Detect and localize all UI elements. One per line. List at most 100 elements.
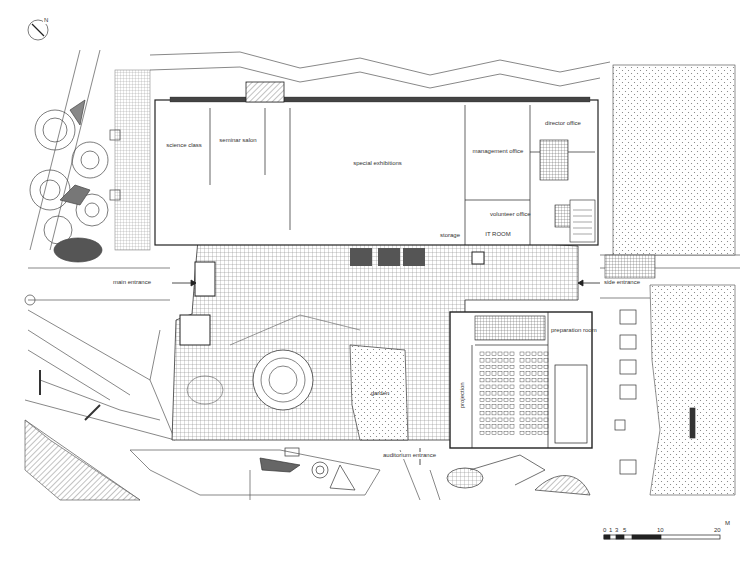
seat	[498, 365, 502, 369]
seat	[510, 392, 514, 396]
room-name: seminar salon	[219, 137, 256, 144]
room-label-box: special exhibitions	[291, 108, 464, 218]
plan-shape	[600, 298, 650, 299]
seat	[486, 411, 490, 415]
seat	[526, 365, 530, 369]
seat	[486, 372, 490, 376]
seat	[526, 411, 530, 415]
seat	[480, 398, 484, 402]
plan-shape	[85, 405, 100, 420]
room-label-box: projection	[453, 355, 471, 435]
plan-shape	[465, 200, 530, 201]
site-lines	[25, 50, 740, 500]
plan-shape	[70, 100, 85, 125]
seat	[520, 411, 524, 415]
seat	[532, 359, 536, 363]
plan-shape	[578, 280, 583, 286]
seat	[480, 431, 484, 435]
seat	[498, 392, 502, 396]
seat	[520, 378, 524, 382]
plan-shape	[25, 420, 140, 500]
plan-shape	[620, 310, 636, 324]
seat	[480, 365, 484, 369]
plan-shape	[25, 295, 35, 305]
room-name: director office	[545, 120, 581, 127]
plan-shape	[330, 465, 355, 490]
seat	[544, 372, 548, 376]
seat	[492, 359, 496, 363]
room-label-box: science class	[158, 110, 210, 180]
seat	[510, 425, 514, 429]
seat	[538, 359, 542, 363]
scale-number: 3	[614, 527, 619, 534]
seat	[510, 385, 514, 389]
plan-shape	[632, 535, 661, 539]
plan-shape	[260, 458, 300, 472]
seat	[510, 378, 514, 382]
plan-shape	[30, 170, 70, 210]
seat	[486, 418, 490, 422]
seat	[538, 431, 542, 435]
seat	[538, 372, 542, 376]
room-name: special exhibitions	[353, 160, 402, 167]
seat	[544, 431, 548, 435]
plan-shape	[570, 200, 595, 242]
seat	[480, 352, 484, 356]
seat	[498, 372, 502, 376]
seat	[498, 405, 502, 409]
plan-shape	[32, 24, 44, 36]
seat	[486, 378, 490, 382]
seat	[520, 425, 524, 429]
seat	[526, 425, 530, 429]
seat	[538, 392, 542, 396]
main-building	[155, 82, 598, 245]
plan-shape	[39, 370, 41, 395]
seat	[526, 352, 530, 356]
plan-shape	[620, 460, 636, 474]
seat	[498, 418, 502, 422]
seat	[544, 405, 548, 409]
seat	[526, 418, 530, 422]
seat	[492, 365, 496, 369]
plan-shape	[155, 100, 598, 245]
seat	[504, 385, 508, 389]
seat	[526, 431, 530, 435]
landscape-hatch	[25, 65, 735, 500]
seat	[520, 352, 524, 356]
seat	[498, 378, 502, 382]
seat	[498, 359, 502, 363]
plan-shape	[430, 470, 440, 500]
seat	[520, 431, 524, 435]
seat	[492, 431, 496, 435]
seat	[532, 365, 536, 369]
seat	[520, 365, 524, 369]
seat	[492, 392, 496, 396]
seat	[520, 398, 524, 402]
seat	[498, 352, 502, 356]
room-name: storage	[440, 232, 460, 239]
seat	[504, 378, 508, 382]
seat	[492, 385, 496, 389]
seat	[544, 425, 548, 429]
plan-shape	[650, 285, 735, 495]
seat	[480, 359, 484, 363]
seat	[532, 385, 536, 389]
seat	[480, 411, 484, 415]
seat	[492, 398, 496, 402]
seat	[538, 365, 542, 369]
seat	[486, 365, 490, 369]
seat	[532, 352, 536, 356]
plan-shape	[110, 130, 120, 140]
plan-shape	[28, 268, 170, 269]
seat	[492, 352, 496, 356]
seat	[538, 405, 542, 409]
seat	[532, 405, 536, 409]
plan-shape	[605, 255, 655, 278]
room-name: preparation room	[551, 327, 597, 334]
seat	[510, 359, 514, 363]
plan-shape	[195, 262, 215, 296]
room-label-box: storage	[436, 230, 464, 240]
seat	[492, 405, 496, 409]
room-label-box: management office	[466, 106, 530, 196]
